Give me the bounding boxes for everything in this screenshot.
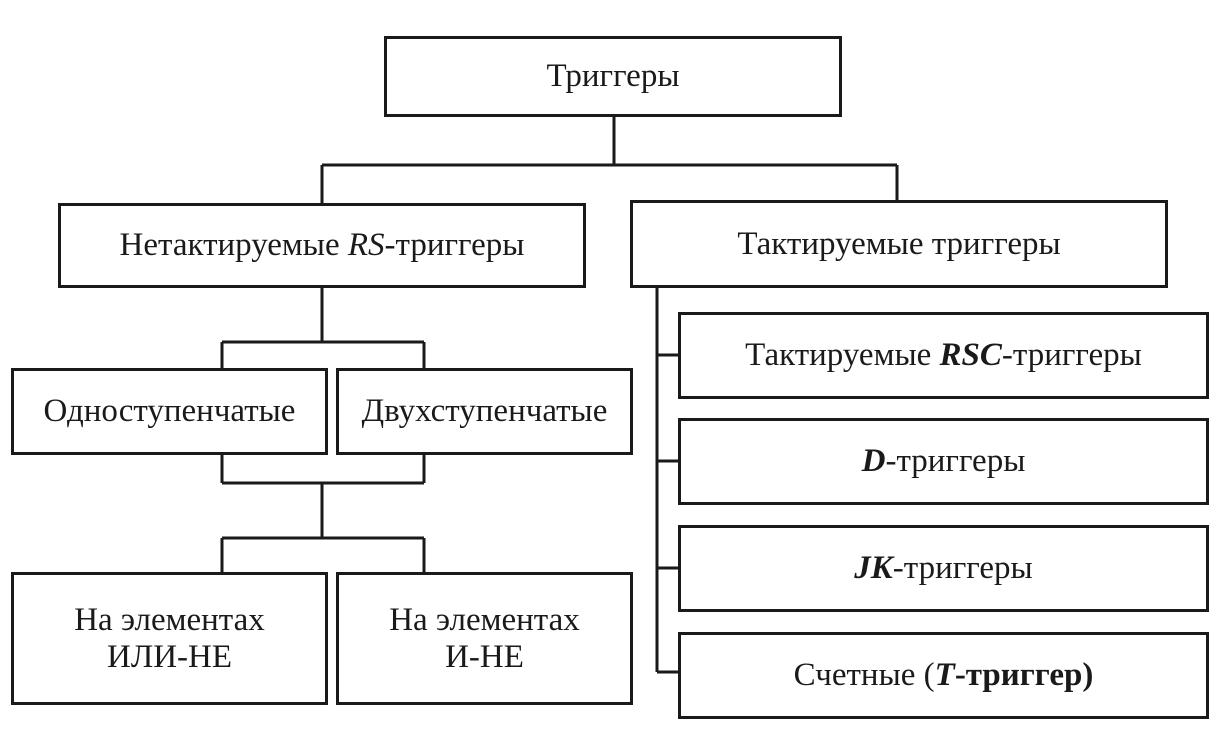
connector-root-to-level2 — [320, 117, 899, 203]
node-two-stage: Двухступенчатые — [336, 368, 633, 455]
node-jk-label: JK-триггеры — [854, 550, 1032, 587]
connector-async-to-stages — [220, 288, 426, 368]
node-jk-triggers: JK-триггеры — [678, 525, 1209, 612]
node-single-stage: Одноступенчатые — [11, 368, 328, 455]
node-async-rs-post: -триггеры — [384, 227, 525, 264]
node-t-pre: Счетные ( — [793, 657, 935, 694]
node-async-rs-label: Нетактируемые RS-триггеры — [120, 227, 525, 264]
connector-clocked-bus — [655, 288, 678, 674]
node-two-stage-label: Двухступенчатые — [361, 393, 608, 430]
connector-stages-to-implementations — [220, 455, 426, 572]
node-t-var: T — [934, 657, 955, 694]
node-nand-line1: На элементах — [389, 601, 580, 638]
node-async-rs-var: RS — [347, 227, 385, 264]
node-rsc-label: Тактируемые RSC-триггеры — [745, 337, 1142, 374]
node-rsc-triggers: Тактируемые RSC-триггеры — [678, 312, 1209, 399]
node-d-triggers: D-триггеры — [678, 418, 1209, 505]
node-nor-elements: На элементах ИЛИ-НЕ — [11, 572, 328, 705]
node-jk-var: JK — [854, 550, 893, 587]
node-t-label: Счетные (T-триггер) — [794, 657, 1094, 694]
node-clocked-label: Тактируемые триггеры — [737, 225, 1061, 262]
node-rsc-pre: Тактируемые — [745, 337, 940, 374]
node-async-rs-pre: Нетактируемые — [119, 227, 348, 264]
node-d-var: D — [861, 443, 886, 480]
node-rsc-var: RSC — [939, 337, 1002, 374]
node-d-label: D-триггеры — [862, 443, 1026, 480]
node-jk-post: -триггеры — [892, 550, 1033, 587]
node-single-stage-label: Одноступенчатые — [43, 393, 296, 430]
node-triggers: Триггеры — [384, 36, 842, 117]
node-clocked-triggers: Тактируемые триггеры — [630, 200, 1168, 288]
node-nand-line2: И-НЕ — [445, 638, 524, 675]
node-nand-elements: На элементах И-НЕ — [336, 572, 633, 705]
node-nor-line2: ИЛИ-НЕ — [106, 638, 233, 675]
node-rsc-post: -триггеры — [1001, 337, 1142, 374]
node-nor-line1: На элементах — [74, 601, 265, 638]
node-t-counting-trigger: Счетные (T-триггер) — [678, 632, 1209, 719]
node-triggers-label: Триггеры — [546, 58, 680, 95]
node-d-post: -триггеры — [885, 443, 1026, 480]
node-async-rs-triggers: Нетактируемые RS-триггеры — [58, 203, 586, 288]
node-t-post: -триггер) — [954, 657, 1094, 694]
